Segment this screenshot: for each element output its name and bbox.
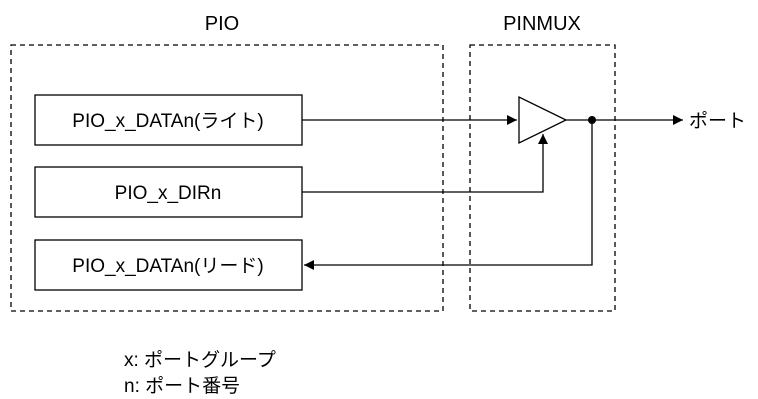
data-read-register-label: PIO_x_DATAn(リード)	[72, 256, 263, 277]
pinmux-group-frame	[469, 44, 616, 312]
pio-group-frame	[10, 44, 444, 312]
pio-group-title: PIO	[205, 13, 239, 35]
port-label: ポート	[689, 110, 746, 132]
dir-enable-signal-line	[302, 134, 548, 193]
dir-register-box	[34, 166, 303, 218]
data-write-register-label: PIO_x_DATAn(ライト)	[72, 111, 263, 132]
dir-register-label: PIO_x_DIRn	[115, 183, 222, 204]
pinmux-group-title: PINMUX	[503, 13, 581, 35]
legend-x-note: x: ポートグループ	[124, 350, 276, 371]
data-read-signal-line	[304, 120, 593, 270]
tristate-buffer-symbol	[518, 95, 568, 145]
data-read-register-box	[34, 239, 303, 291]
legend-n-note: n: ポート番号	[124, 376, 241, 397]
